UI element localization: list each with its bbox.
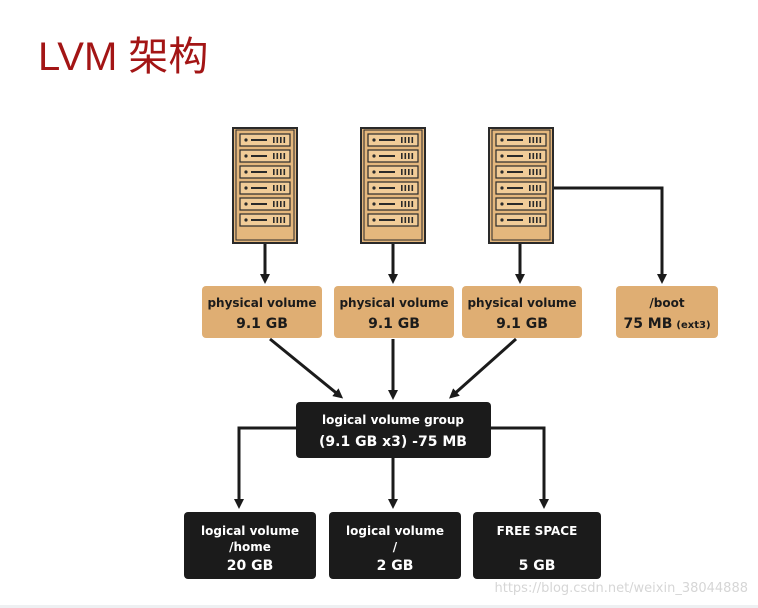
volume-group-box: logical volume group (9.1 GB x3) -75 MB xyxy=(296,402,491,458)
boot-partition-box: /boot 75 MB(ext3) xyxy=(616,286,718,338)
free-space-size: 5 GB xyxy=(519,558,556,574)
logical-volume-box: logical volume /home 20 GB xyxy=(184,512,316,579)
watermark: https://blog.csdn.net/weixin_38044888 xyxy=(494,581,748,596)
server-rack-icon xyxy=(232,127,298,244)
arrow-vg-lv1 xyxy=(234,426,298,509)
server-rack-icon xyxy=(488,127,554,244)
physical-volume-box: physical volume 9.1 GB xyxy=(202,286,322,338)
arrow-pv1-vg xyxy=(269,337,344,399)
boot-size: 75 MB(ext3) xyxy=(623,316,710,332)
pv-size: 9.1 GB xyxy=(236,316,288,332)
pv-label: physical volume xyxy=(467,296,576,310)
connectors xyxy=(234,186,667,509)
lv-mount: / xyxy=(393,540,398,554)
pv-size: 9.1 GB xyxy=(496,316,548,332)
lv-label: logical volume xyxy=(346,524,444,538)
footer-divider xyxy=(0,605,758,608)
free-space-label: FREE SPACE xyxy=(497,524,578,538)
pv-label: physical volume xyxy=(207,296,316,310)
logical-volume-box: logical volume / 2 GB xyxy=(329,512,461,579)
vg-label: logical volume group xyxy=(322,413,464,427)
lv-label: logical volume xyxy=(201,524,299,538)
lv-size: 20 GB xyxy=(227,558,274,574)
pv-label: physical volume xyxy=(339,296,448,310)
vg-size: (9.1 GB x3) -75 MB xyxy=(319,434,467,450)
free-space-box: FREE SPACE 5 GB xyxy=(473,512,601,579)
arrow-pv3-vg xyxy=(449,337,517,399)
physical-volume-box: physical volume 9.1 GB xyxy=(334,286,454,338)
lv-size: 2 GB xyxy=(377,558,414,574)
arrow-server3-boot xyxy=(553,186,667,284)
boot-label: /boot xyxy=(649,296,684,310)
lv-mount: /home xyxy=(229,540,271,554)
page-title: LVM 架构 xyxy=(38,35,209,79)
pv-size: 9.1 GB xyxy=(368,316,420,332)
server-rack-icon xyxy=(360,127,426,244)
physical-volume-box: physical volume 9.1 GB xyxy=(462,286,582,338)
arrow-vg-free xyxy=(490,426,549,509)
